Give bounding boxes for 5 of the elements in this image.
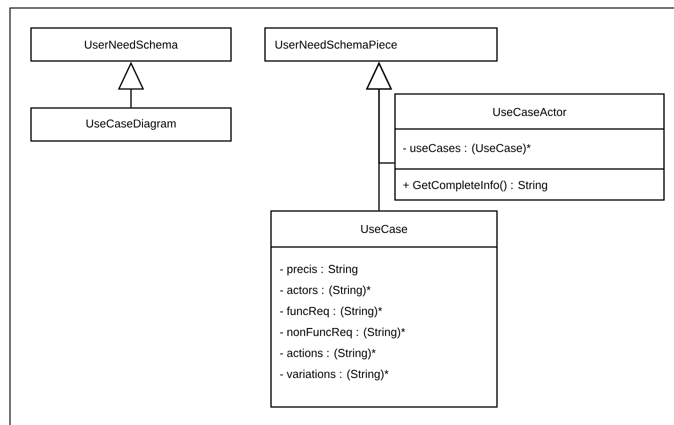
class-box: UseCaseDiagram bbox=[30, 107, 232, 142]
class-box: UserNeedSchemaPiece bbox=[264, 27, 498, 62]
class-box: UseCaseActor - useCases : (UseCase)* + GetCompleteInfo() : String bbox=[394, 93, 665, 201]
class-box: UseCase - precis : String - actors : (String)* - funcReq : (String)* - nonFuncReq : (String)* - actions : (String)* - variations : (String)* bbox=[270, 210, 498, 408]
class-box: UserNeedSchema bbox=[30, 27, 232, 62]
